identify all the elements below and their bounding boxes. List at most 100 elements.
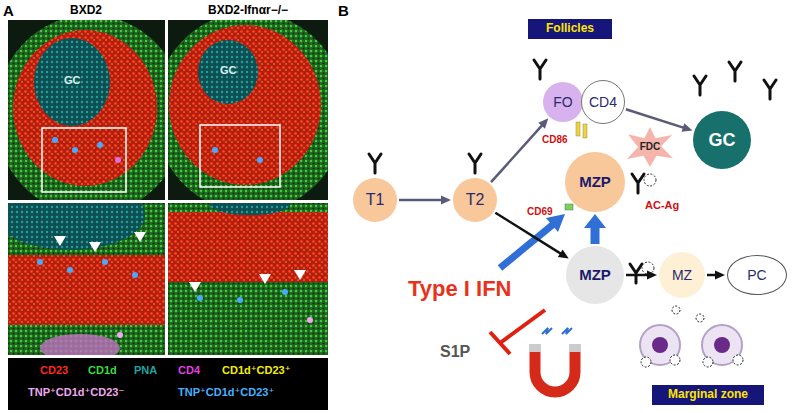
cell-ellipse: PC <box>727 255 787 295</box>
molecule-label: AC-Ag <box>645 199 679 212</box>
cd4-zone <box>40 334 120 355</box>
antibody-icon <box>369 154 381 173</box>
pna-gc <box>8 203 145 250</box>
apoptotic-antigen <box>641 357 651 367</box>
arrowhead <box>647 271 657 280</box>
region-label: GC <box>220 64 237 77</box>
cell-dot <box>72 147 78 153</box>
macrophage-nucleus <box>714 337 730 353</box>
cytokine-label: Type I IFN <box>408 276 512 301</box>
antibody-icon <box>764 80 776 99</box>
cell-dot <box>37 259 43 265</box>
antibody-icon <box>632 174 644 193</box>
arrowhead-marker <box>189 282 201 292</box>
attraction-spark <box>542 328 552 334</box>
antibody-icon <box>694 76 706 95</box>
connector <box>399 196 451 205</box>
cell-circle: MZP <box>565 152 625 212</box>
connector <box>626 109 693 132</box>
cd1d-zone <box>168 20 328 200</box>
node-text: T2 <box>466 191 485 209</box>
cell-dot <box>197 295 203 301</box>
panel-letter: B <box>338 2 349 19</box>
cd23-zone <box>8 255 165 325</box>
arrowhead <box>538 118 548 128</box>
antibody-icon <box>729 62 741 81</box>
magnet-icon <box>535 348 575 392</box>
cd86-ligand <box>583 124 587 138</box>
antibody-icon <box>630 264 642 283</box>
legend-item: TNP⁺CD1d⁺CD23⁺ <box>178 386 274 399</box>
cell-dot <box>237 297 243 303</box>
arrowhead-marker <box>89 242 101 252</box>
zoom-frame <box>42 128 126 192</box>
arrowhead <box>584 214 606 228</box>
cd23-zone <box>13 30 157 186</box>
cell-dot <box>102 259 108 265</box>
node-text: CD4 <box>589 94 617 110</box>
connector-line <box>495 213 562 255</box>
legend-text: CD1d⁺CD23⁺ <box>222 364 290 376</box>
region-banner: Follicles <box>528 19 612 39</box>
cell-dot <box>282 289 288 295</box>
arrowhead <box>558 249 569 258</box>
legend-panel <box>8 358 328 410</box>
inhibition-line <box>500 310 545 343</box>
cd69-marker <box>565 204 573 210</box>
node-text: MZP <box>579 173 611 190</box>
star-shape <box>627 127 673 167</box>
cd23-zone <box>169 25 321 185</box>
inhibition-bar <box>490 332 510 354</box>
legend-text: TNP⁺CD1d⁺CD23⁺ <box>178 386 274 398</box>
legend-item: CD4 <box>178 364 200 377</box>
cd23-zone <box>168 212 328 282</box>
cell-dot <box>52 137 58 143</box>
node-text: Follicles <box>546 22 594 36</box>
micrograph <box>168 20 328 200</box>
node-text: MZ <box>672 267 692 283</box>
arrowhead <box>441 196 451 205</box>
cell-dot <box>257 157 263 163</box>
pna-gc <box>210 203 290 215</box>
connector-line <box>491 124 543 182</box>
apoptotic-antigen <box>696 314 704 322</box>
cell-dot <box>115 157 121 163</box>
panel-letter: A <box>3 2 14 19</box>
connector <box>491 118 548 182</box>
cd86-ligand <box>576 122 580 136</box>
cell-dot <box>212 147 218 153</box>
node-text: GC <box>709 130 736 151</box>
antibody-icon <box>534 60 546 79</box>
pna-gc <box>34 38 110 126</box>
legend-item: CD23 <box>40 364 68 377</box>
connector <box>584 214 606 244</box>
magnet-pole <box>569 344 581 352</box>
legend-item: TNP⁺CD1d⁺CD23⁻ <box>28 386 124 399</box>
apoptotic-antigen <box>644 174 656 186</box>
region-label: GC <box>64 74 81 87</box>
legend-text: CD23 <box>40 364 68 376</box>
cell-circle: FO <box>543 82 583 122</box>
cell-dot <box>307 317 313 323</box>
macrophage-nucleus <box>652 337 668 353</box>
legend-text: TNP⁺CD1d⁺CD23⁻ <box>28 386 124 398</box>
apoptotic-antigen <box>703 357 713 367</box>
node-text: FDC <box>640 141 661 153</box>
node-text: MZP <box>579 266 611 283</box>
micrograph <box>8 203 165 355</box>
legend-text: CD4 <box>178 364 200 376</box>
cell-dot <box>132 272 138 278</box>
arrowhead-marker <box>294 270 306 280</box>
apoptotic-antigen <box>672 306 680 314</box>
cell-dot <box>67 267 73 273</box>
molecule-label: CD86 <box>542 134 568 146</box>
micrograph <box>8 20 165 200</box>
cell-dot <box>117 332 123 338</box>
connector <box>707 271 725 280</box>
magnet-pole <box>529 344 541 352</box>
arrowhead-marker <box>134 232 146 242</box>
cell-dot <box>97 142 103 148</box>
